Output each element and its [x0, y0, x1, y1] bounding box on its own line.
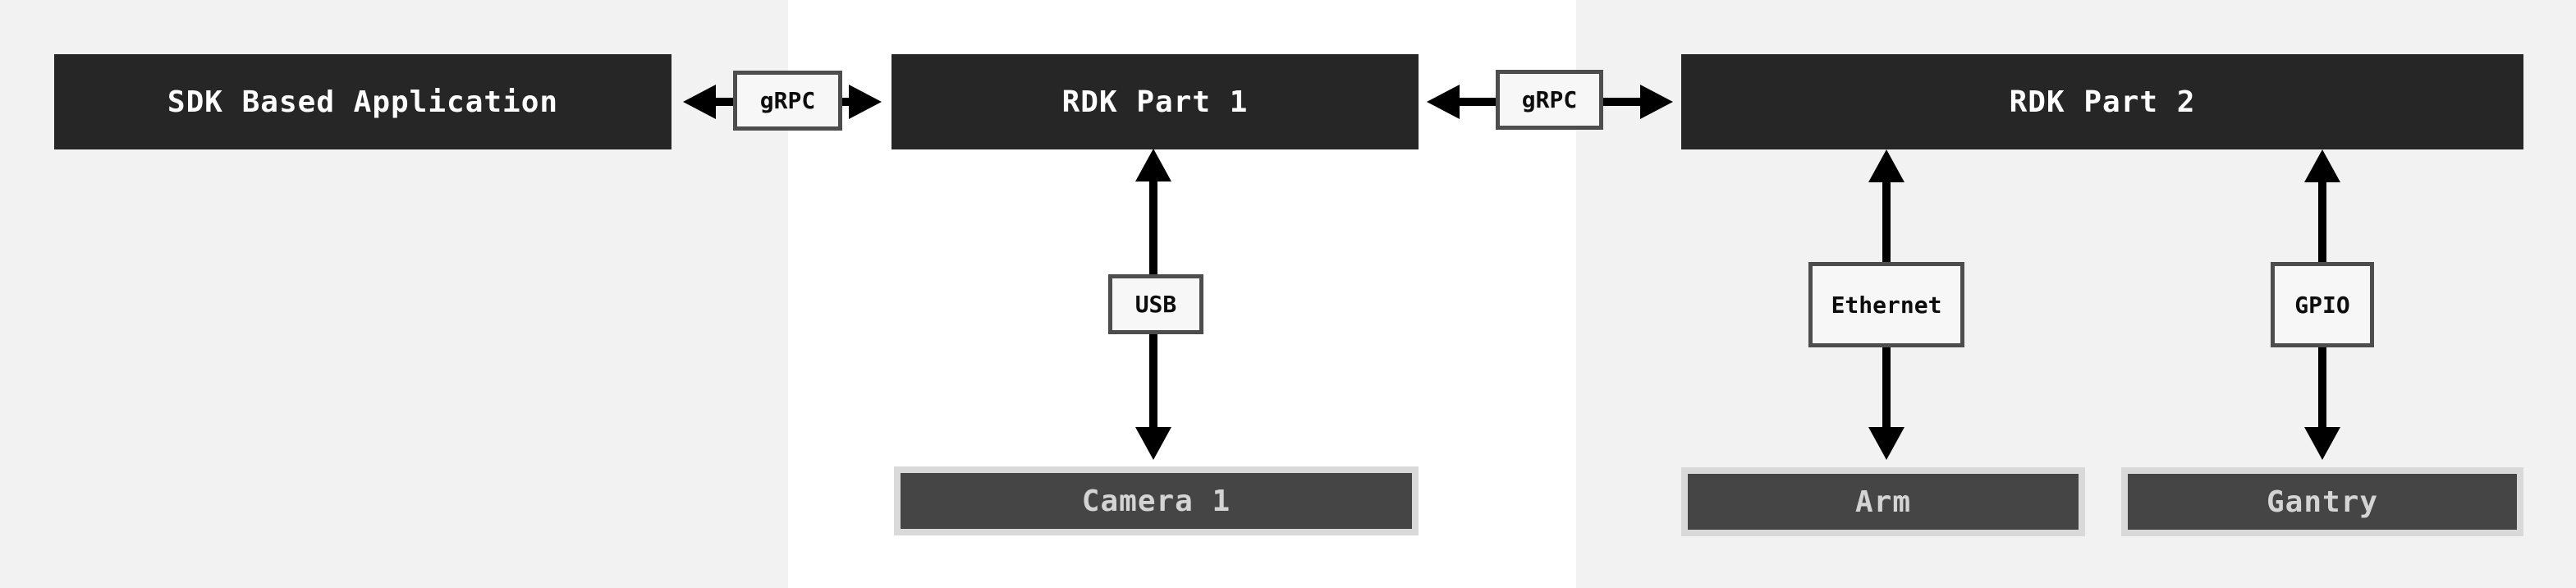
node-gantry: Gantry — [2121, 467, 2523, 536]
node-rdk-part-2-label: RDK Part 2 — [2009, 85, 2196, 119]
node-rdk-part-1: RDK Part 1 — [892, 54, 1419, 149]
edge-sdk-rdk1-arrowhead-left-icon — [683, 85, 716, 119]
edge-sdk-rdk1-arrowhead-right-icon — [849, 85, 882, 119]
edge-rdk1-rdk2-arrowhead-right-icon — [1640, 85, 1673, 119]
node-sdk-based-application-label: SDK Based Application — [167, 85, 559, 119]
edge-label-ethernet: Ethernet — [1808, 262, 1964, 347]
edge-label-gpio-text: GPIO — [2294, 291, 2350, 319]
edge-label-gpio: GPIO — [2271, 262, 2374, 347]
node-camera-1: Camera 1 — [894, 466, 1419, 535]
node-arm-inner: Arm — [1688, 474, 2079, 530]
edge-rdk1-rdk2-arrowhead-left-icon — [1427, 85, 1460, 119]
edge-rdk1-camera1-arrowhead-down-icon — [1135, 427, 1171, 460]
edge-label-grpc-right: gRPC — [1496, 70, 1603, 130]
node-sdk-based-application: SDK Based Application — [54, 54, 672, 149]
edge-label-grpc-left-text: gRPC — [759, 87, 816, 114]
edge-label-ethernet-text: Ethernet — [1831, 291, 1942, 319]
edge-rdk2-arm-arrowhead-up-icon — [1868, 149, 1904, 182]
edge-label-grpc-left: gRPC — [733, 71, 842, 131]
node-rdk-part-2: RDK Part 2 — [1681, 54, 2523, 149]
edge-label-usb: USB — [1108, 274, 1203, 334]
edge-label-grpc-right-text: gRPC — [1521, 86, 1578, 113]
node-arm: Arm — [1681, 467, 2085, 536]
node-camera-1-label: Camera 1 — [1081, 484, 1231, 518]
node-camera-1-inner: Camera 1 — [901, 473, 1412, 529]
edge-label-usb-text: USB — [1134, 291, 1177, 318]
node-gantry-label: Gantry — [2266, 485, 2379, 519]
edge-rdk2-gantry-arrowhead-up-icon — [2304, 149, 2340, 182]
node-gantry-inner: Gantry — [2128, 474, 2517, 530]
edge-rdk2-arm-arrowhead-down-icon — [1868, 427, 1904, 460]
edge-rdk2-gantry-arrowhead-down-icon — [2304, 427, 2340, 460]
edge-rdk1-camera1-arrowhead-up-icon — [1135, 149, 1171, 181]
node-arm-label: Arm — [1854, 485, 1912, 519]
node-rdk-part-1-label: RDK Part 1 — [1061, 85, 1249, 119]
